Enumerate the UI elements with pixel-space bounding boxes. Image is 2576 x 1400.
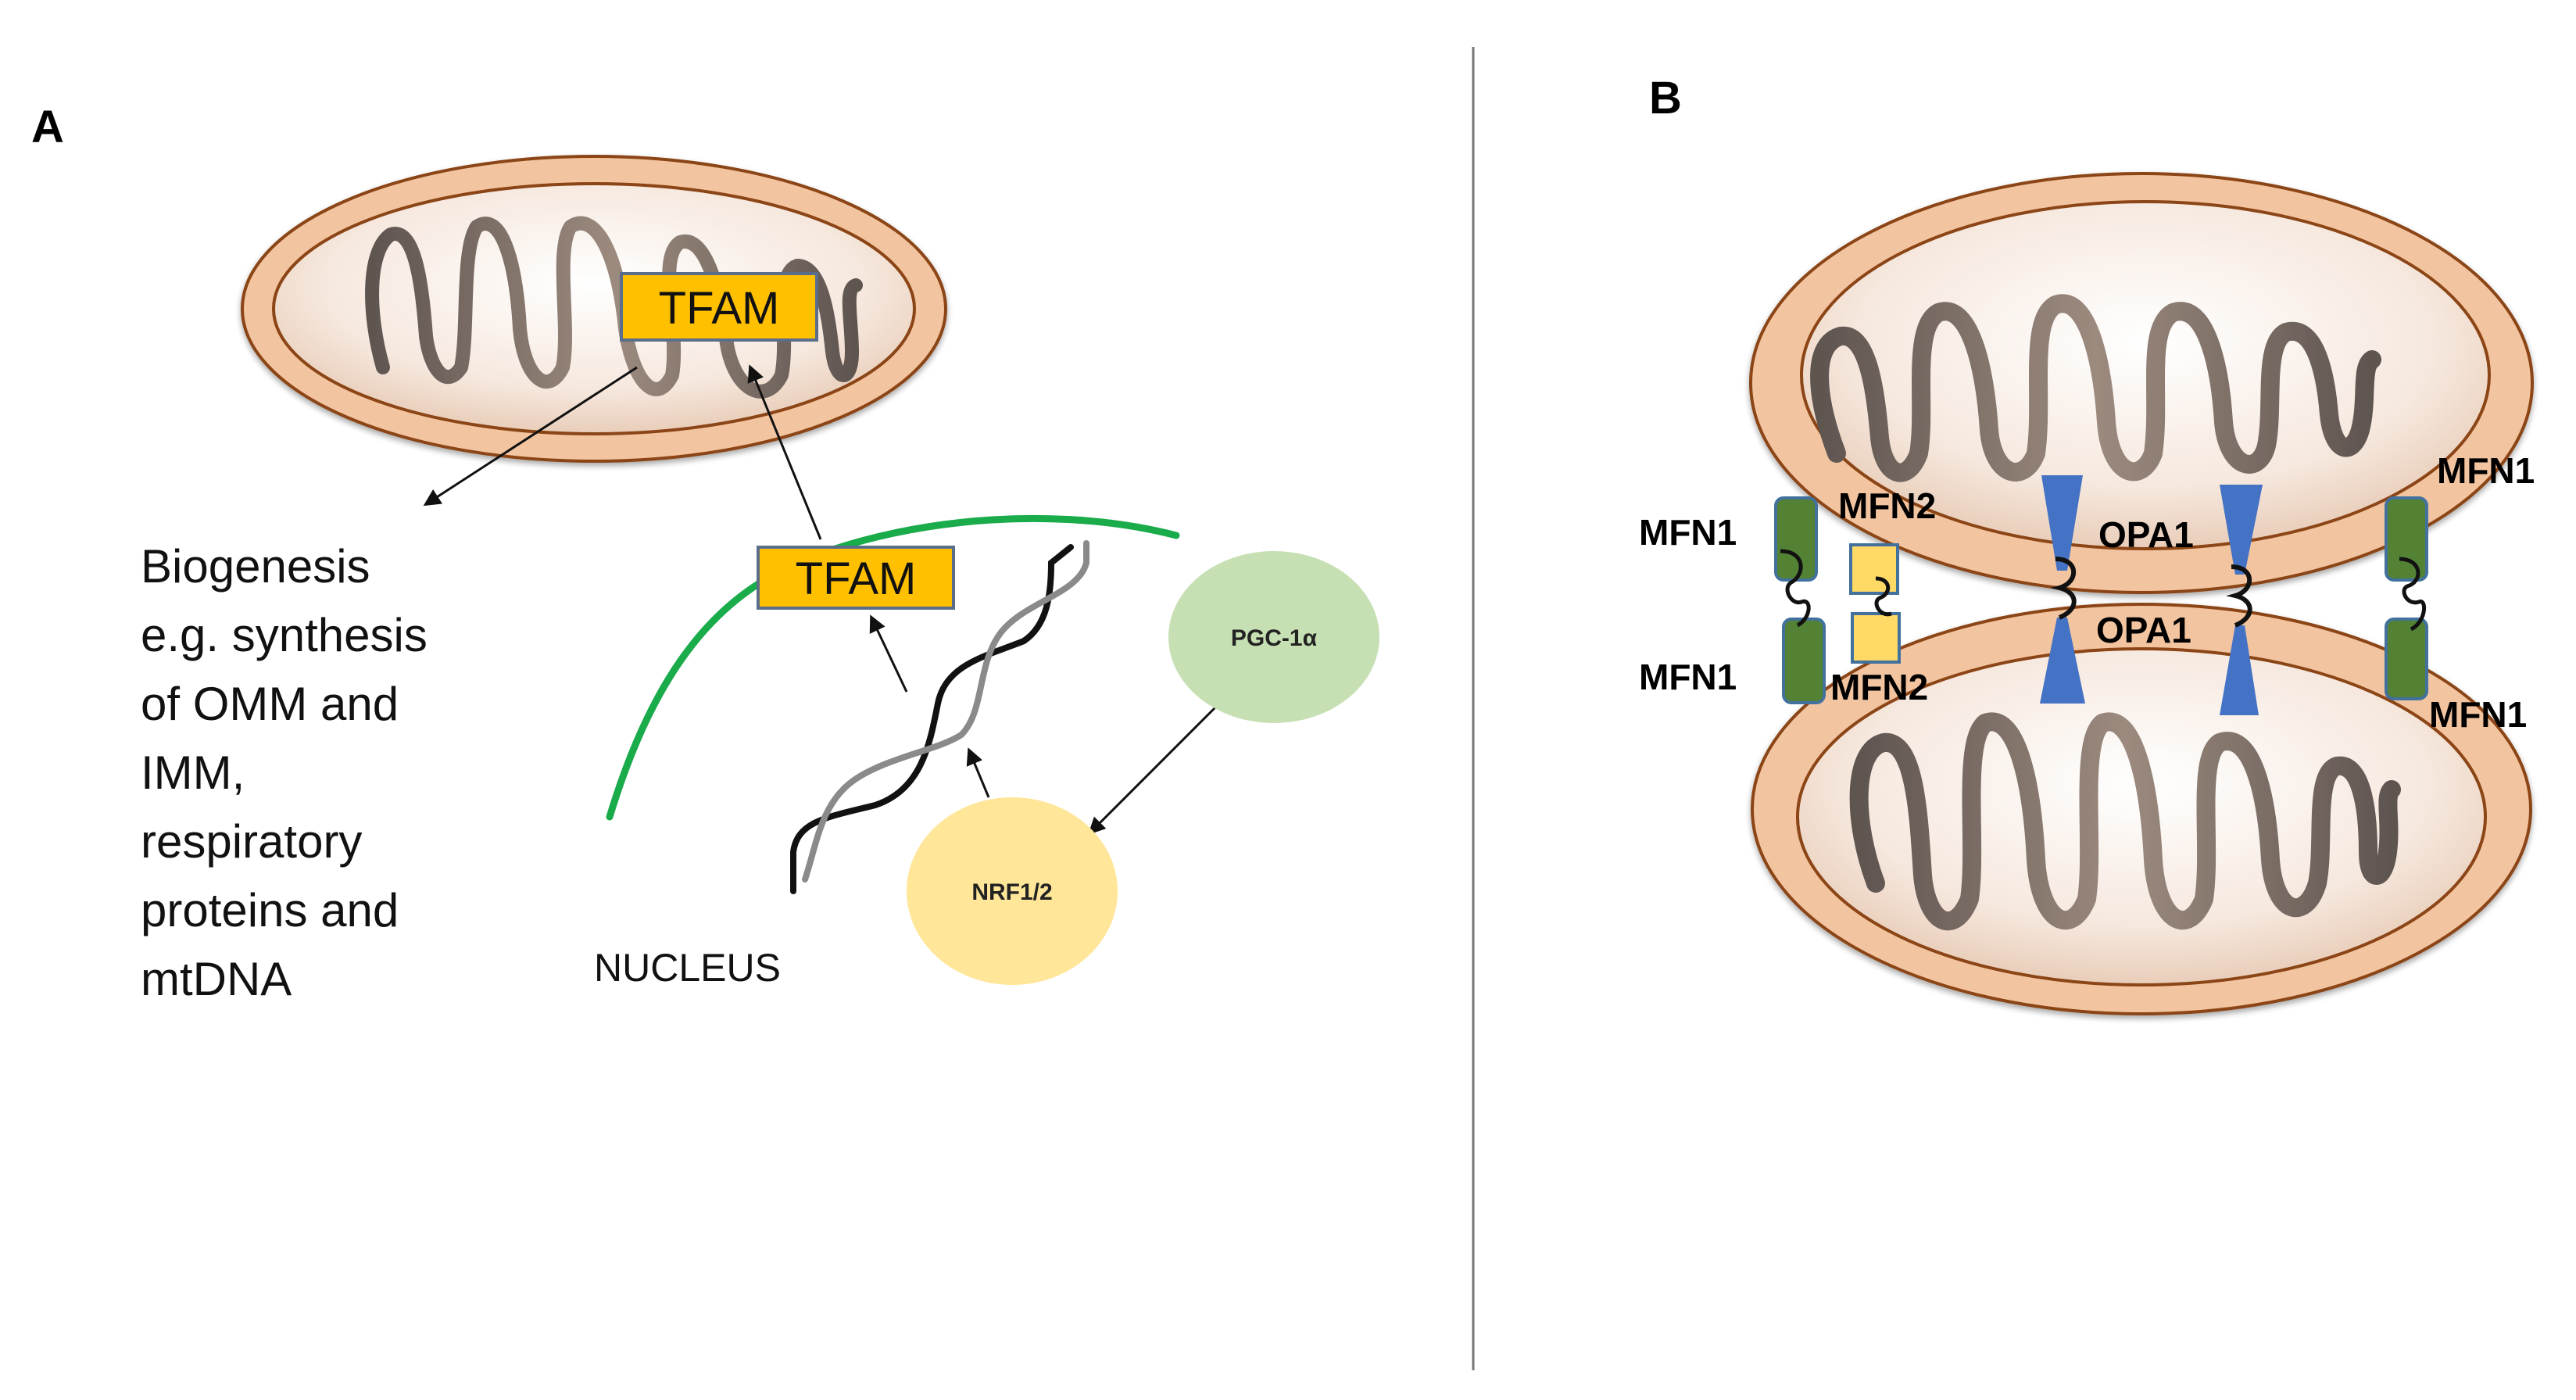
opa1-left-top-shape [2041, 475, 2083, 571]
pgc1a-shape [1168, 551, 1379, 723]
coiled-coil-icon [1780, 549, 1811, 628]
nucleus-label: NUCLEUS [594, 946, 781, 990]
label-mfn2-top: MFN2 [1838, 485, 1936, 526]
mfn1-right-top-shape [2385, 496, 2428, 582]
label-mfn1-top-left: MFN1 [1639, 512, 1737, 553]
tfam-box-mitochondrion: TFAM [620, 272, 818, 342]
biogenesis-line: Biogenesis [141, 540, 370, 593]
mitochondrion-b-bottom [1751, 603, 2532, 1015]
biogenesis-text: Biogenesis e.g. synthesis of OMM and IMM… [141, 540, 428, 1005]
mfn1-left-bottom-shape [1782, 618, 1826, 704]
nrf-node: NRF1/2 [907, 797, 1118, 985]
opa1-right [2220, 485, 2263, 715]
opa1-left-bottom-shape [2040, 618, 2085, 704]
panel-b-label: B [1649, 73, 1682, 124]
label-mfn2-bottom: MFN2 [1830, 667, 1928, 707]
nrf-shape [907, 797, 1118, 985]
panel-a-label: A [31, 102, 64, 152]
arrow-pgc-to-nrf [1088, 706, 1217, 835]
coiled-coil-icon [2050, 557, 2077, 620]
mfn1-right-bottom-shape [2385, 618, 2428, 700]
biogenesis-line: e.g. synthesis [141, 609, 428, 661]
label-mfn1-bottom-left: MFN1 [1639, 657, 1737, 697]
pgc1a-node: PGC-1α [1168, 551, 1379, 723]
opa1-right-top-shape [2220, 485, 2263, 575]
dna-strand-black [790, 544, 1074, 894]
coiled-coil-icon [2226, 564, 2252, 628]
opa1-right-bottom-shape [2220, 625, 2259, 715]
biogenesis-line: proteins and [141, 884, 399, 936]
inner-membrane [1800, 200, 2491, 550]
coiled-coil-icon [1874, 576, 1892, 617]
label-opa1-bottom: OPA1 [2096, 610, 2191, 650]
mfn2-pair [1849, 543, 1901, 664]
biogenesis-line: mtDNA [141, 953, 292, 1005]
mitochondrion-b-top [1749, 172, 2534, 594]
biogenesis-line: IMM, [141, 747, 245, 799]
nrf-label: NRF1/2 [971, 879, 1052, 905]
mfn2-top-shape [1849, 543, 1899, 595]
tfam-label-mitochondrion: TFAM [659, 283, 780, 334]
mfn1-left-top-shape [1774, 496, 1818, 582]
mfn1-left-pair [1774, 496, 1826, 704]
cristae [1810, 294, 2381, 482]
dna-strand-grey [802, 540, 1089, 883]
mfn1-right-pair [2385, 496, 2428, 700]
label-mfn1-top-right: MFN1 [2437, 450, 2535, 491]
arrow-dna-to-tfam [869, 614, 908, 693]
panel-b: B [1639, 73, 2535, 1015]
cristae [1849, 712, 2401, 931]
panel-a: A TFAM Biogenesis e.g. synthesis of OMM … [31, 102, 1379, 1005]
label-opa1-top: OPA1 [2098, 514, 2194, 555]
mfn2-bottom-shape [1851, 612, 1901, 664]
pgc1a-label: PGC-1α [1231, 625, 1318, 651]
arrow-nrf-to-dna [966, 747, 990, 798]
tfam-box-shape [757, 546, 955, 610]
opa1-left [2040, 475, 2085, 704]
tfam-label-nucleus: TFAM [796, 553, 917, 604]
arrow-tfam-nucleus-to-mitochondrion [747, 364, 822, 540]
tfam-box-shape [620, 272, 818, 342]
cristae [365, 216, 863, 399]
tfam-box-nucleus: TFAM [757, 546, 955, 610]
mitochondrion-a [241, 155, 947, 463]
dna-helix [790, 540, 1089, 894]
biogenesis-line: respiratory [141, 815, 362, 868]
arrow-tfam-to-biogenesis [423, 366, 638, 507]
biogenesis-line: of OMM and [141, 678, 399, 730]
label-mfn1-bottom-right: MFN1 [2429, 694, 2527, 735]
coiled-coil-icon [2399, 557, 2427, 632]
